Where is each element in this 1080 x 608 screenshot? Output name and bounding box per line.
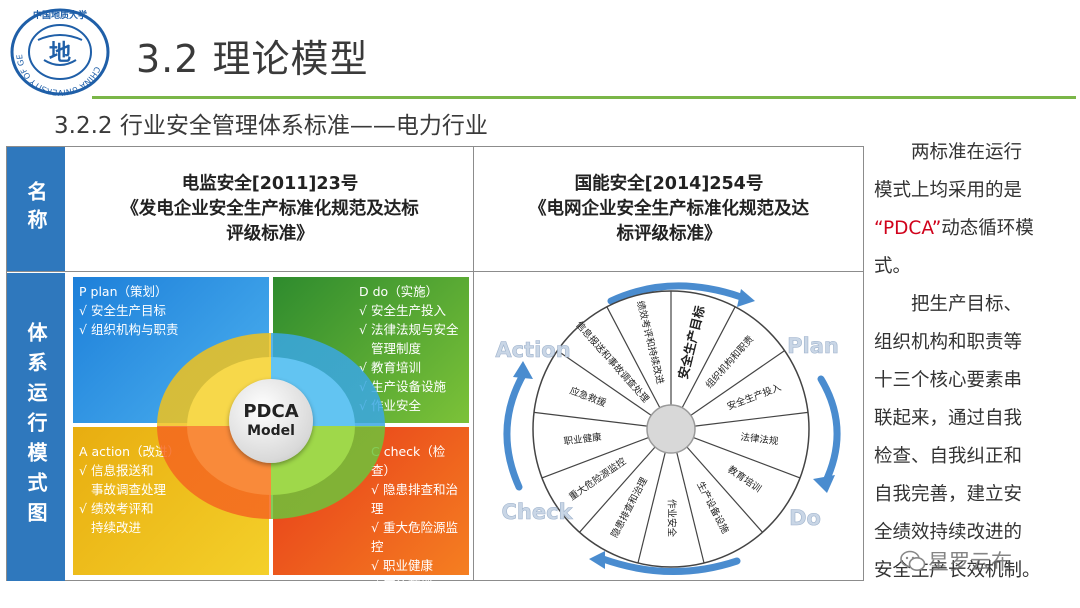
explanation-line: 全绩效持续改进的 <box>874 522 1023 543</box>
standard-1-title-line1: 《发电企业安全生产标准化规范及达标 <box>121 198 419 219</box>
pdca-do-item: √ 教育培训 <box>359 360 421 375</box>
pdca-check-title: C check（检查） <box>371 444 446 478</box>
wheel-hub <box>646 404 696 454</box>
wheel-spoke <box>579 446 656 533</box>
standard-2-title-line1: 《电网企业安全生产标准化规范及达 <box>529 198 809 219</box>
pdca-action-item: √ 绩效考评和 <box>79 501 154 516</box>
cycle-arrow <box>607 282 745 305</box>
explanation-line: 式。 <box>874 256 912 277</box>
pdca-quote: “PDCA” <box>874 218 942 239</box>
cycle-label-do: Do <box>789 506 821 530</box>
pdca-center-title: PDCA <box>243 401 299 422</box>
explanation-line: 把生产目标、 <box>911 294 1023 315</box>
page-title: 3.2 理论模型 <box>136 37 369 81</box>
wheel-spoke <box>606 306 661 409</box>
row-label-system-text: 体系运行模式图 <box>24 322 48 532</box>
pdca-check-item: √ 职业健康 <box>371 558 433 573</box>
pdca-plan-item: √ 组织机构与职责 <box>79 322 179 337</box>
row-label-name-text: 名称 <box>24 181 48 237</box>
logo-top-text: 中国地质大学 <box>33 9 87 21</box>
pdca-do-item: 管理制度 <box>371 341 422 356</box>
cycle-label-plan: Plan <box>787 334 839 358</box>
page-subtitle: 3.2.2 行业安全管理体系标准——电力行业 <box>54 113 488 139</box>
cycle-arrowhead <box>513 361 533 379</box>
pdca-do-item: √ 生产设备设施 <box>359 379 446 394</box>
row-label-system: 体系运行模式图 <box>7 273 65 581</box>
pdca-do-title: D do（实施） <box>359 284 439 299</box>
wheel-spoke <box>690 350 785 416</box>
pdca-center-badge: PDCA Model <box>229 379 313 463</box>
wheel-spoke <box>637 452 666 564</box>
wheel-spoke <box>693 436 801 479</box>
explanation-line: 模式上均采用的是 <box>874 180 1023 201</box>
pdca-plan-title: P plan（策划） <box>79 284 168 299</box>
pdca-plan-item: √ 安全生产目标 <box>79 303 166 318</box>
standard-1-code: 电监安全[2011]23号 <box>181 173 359 194</box>
university-logo: CHINA UNIVERSITY OF GEOSCIENCES 中国地质大学 地 <box>8 8 110 96</box>
wheel-spoke <box>676 452 705 564</box>
explanation-line: 十三个核心要素串 <box>874 370 1023 391</box>
pdca-check-item: √ 应急救援 <box>371 577 433 592</box>
wheel-spoke <box>557 350 652 416</box>
title-divider <box>92 96 1076 99</box>
pdca-action-item: √ 信息报送和 <box>79 463 154 478</box>
pdca-model-diagram: P plan（策划） √ 安全生产目标 √ 组织机构与职责 D do（实施） √… <box>73 277 469 592</box>
wheel-segment-label: 法律法规 <box>740 431 780 448</box>
wheel-spoke <box>694 411 809 427</box>
pdca-do-item: √ 安全生产投入 <box>359 303 446 318</box>
pdca-center-subtitle: Model <box>247 423 295 439</box>
cycle-label-check: Check <box>501 500 573 524</box>
standard-1-title-line2: 评级标准》 <box>226 223 314 244</box>
wheel-spoke <box>686 446 763 533</box>
safety-cycle-wheel: 安全生产目标组织机构和职责安全生产投入法律法规教育培训生产设备设施作业安全隐患排… <box>495 282 841 575</box>
table-row-divider <box>7 271 863 272</box>
explanation-line: 联起来，通过自我 <box>874 408 1023 429</box>
pdca-action-item: 事故调查处理 <box>91 482 167 497</box>
standard-2-title-line2: 标评级标准》 <box>616 223 722 244</box>
standards-table: 名称 体系运行模式图 电监安全[2011]23号 《发电企业安全生产标准化规范及… <box>6 146 864 592</box>
explanation-line: 检查、自我纠正和 <box>874 446 1023 467</box>
wheel-spoke <box>541 436 649 479</box>
pdca-action-title: A action（改进） <box>79 444 181 459</box>
pdca-check-item: √ 隐患排查和治理 <box>371 482 458 516</box>
explanation-line: 组织机构和职责等 <box>874 332 1023 353</box>
standard-1-name: 电监安全[2011]23号 《发电企业安全生产标准化规范及达标 评级标准》 <box>67 147 473 271</box>
cycle-label-action: Action <box>495 338 570 362</box>
watermark: 星罗云布 <box>928 550 1012 574</box>
row-label-name: 名称 <box>7 147 65 271</box>
cycle-arrow <box>817 375 841 487</box>
wheel-spoke <box>681 306 736 409</box>
wheel-segment-label: 职业健康 <box>563 431 603 448</box>
wheel-segment-label: 作业安全 <box>666 499 678 538</box>
explanation-line: 自我完善，建立安 <box>874 484 1023 505</box>
standard-2-code: 国能安全[2014]254号 <box>574 173 764 194</box>
explanation-line: 两标准在运行 <box>911 142 1023 163</box>
wheel-spoke <box>533 411 648 427</box>
cycle-arrowhead <box>813 475 835 493</box>
pdca-action-item: 持续改进 <box>91 520 142 535</box>
cycle-arrowhead <box>589 551 605 569</box>
explanation-text: 两标准在运行 模式上均采用的是 “PDCA”动态循环模 式。 把生产目标、 组织… <box>874 134 1076 590</box>
explanation-line-rest: 动态循环模 <box>941 218 1034 239</box>
explanation-line: “PDCA”动态循环模 <box>874 210 1076 248</box>
cycle-arrow <box>503 371 527 491</box>
cycle-arrows <box>503 282 841 575</box>
cycle-arrow <box>599 555 741 575</box>
pdca-check-item: √ 重大危险源监控 <box>371 520 458 554</box>
table-col-divider <box>473 147 474 580</box>
pdca-do-item: √ 法律法规与安全 <box>359 322 459 337</box>
cycle-arrowhead <box>737 289 755 307</box>
logo-center-glyph: 地 <box>49 40 71 66</box>
standard-2-name: 国能安全[2014]254号 《电网企业安全生产标准化规范及达 标评级标准》 <box>475 147 863 271</box>
wechat-icon <box>900 550 926 571</box>
